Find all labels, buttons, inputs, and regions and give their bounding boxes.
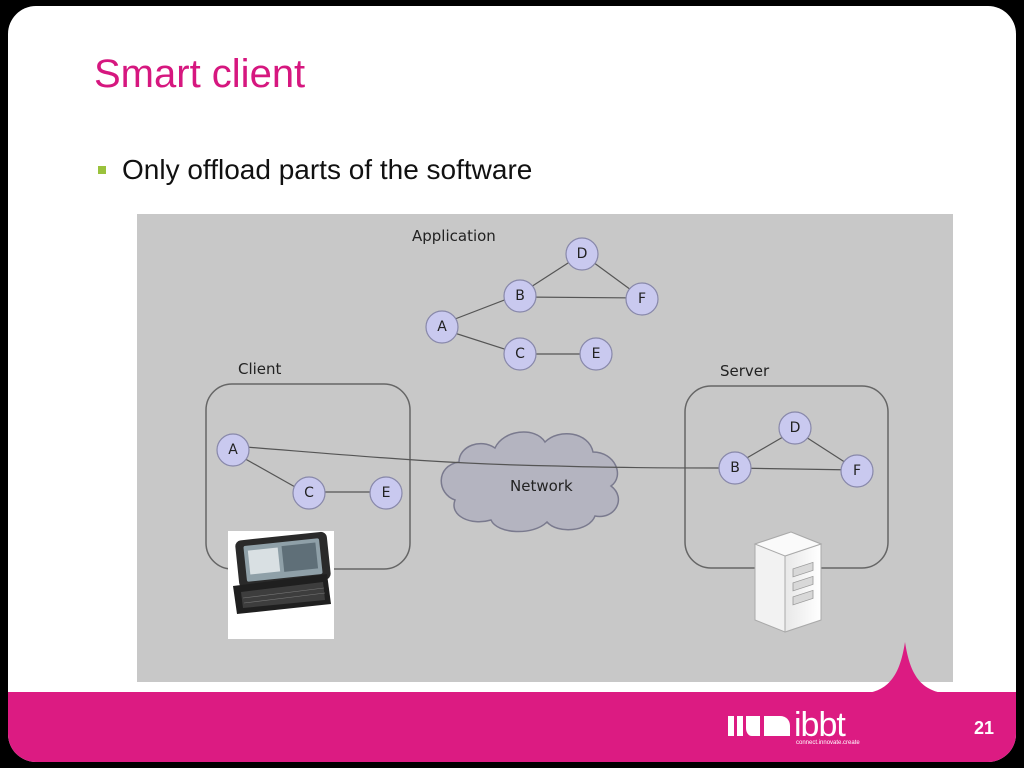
edge-client-a-server-b [232,445,734,469]
server-node-b [718,451,752,485]
app-nodes [425,237,659,371]
app-node-d-label: D [577,246,588,262]
client-node-e-label: E [382,485,391,501]
application-label: Application [412,227,496,245]
app-node-e-label: E [592,346,601,362]
bullet-text: Only offload parts of the software [122,154,533,185]
app-node-b-label: B [515,288,525,304]
client-node-c [292,476,326,510]
server-node-f [840,454,874,488]
slide: Smart client Only offload parts of the s… [8,6,1016,762]
ibbt-logo-text: ibbt [794,706,846,744]
ibbt-logo: ibbt [728,706,846,745]
client-nodes [216,433,403,510]
server-tower-icon [753,531,823,633]
ibbt-logo-tagline: connect.innovate.create [796,740,860,746]
mobile-phone-icon [228,531,334,639]
app-node-c-label: C [515,346,525,362]
architecture-diagram: A B C D E F A C E B D F Application Clie… [137,214,953,682]
network-label: Network [510,477,573,495]
server-node-b-label: B [730,460,740,476]
server-nodes [718,411,874,488]
server-node-d [778,411,812,445]
client-node-c-label: C [304,485,314,501]
bullet-item: Only offload parts of the software [98,154,532,186]
app-edges [441,253,643,355]
app-node-c [503,337,537,371]
app-node-f [625,282,659,316]
network-cloud-icon [440,431,620,533]
client-label: Client [238,360,282,378]
edge-server-b-f [732,467,858,471]
page-number: 21 [974,718,995,738]
slide-title: Smart client [94,52,306,96]
footer-bar [8,692,1016,762]
server-label: Server [720,362,770,380]
client-node-a-label: A [228,442,238,458]
edge-app-b-f [519,296,643,299]
ibbt-logo-icon [728,715,790,736]
app-node-b [503,279,537,313]
server-node-d-label: D [790,420,801,436]
app-node-a-label: A [437,319,447,335]
client-node-e [369,476,403,510]
server-node-f-label: F [853,463,861,479]
app-node-d [565,237,599,271]
diagram-canvas: A B C D E F A C E B D F Application Clie… [205,227,889,639]
client-node-a [216,433,250,467]
bullet-marker-icon [98,166,106,174]
app-node-e [579,337,613,371]
app-node-f-label: F [638,291,646,307]
footer-peak-decoration [860,642,950,694]
app-node-a [425,310,459,344]
